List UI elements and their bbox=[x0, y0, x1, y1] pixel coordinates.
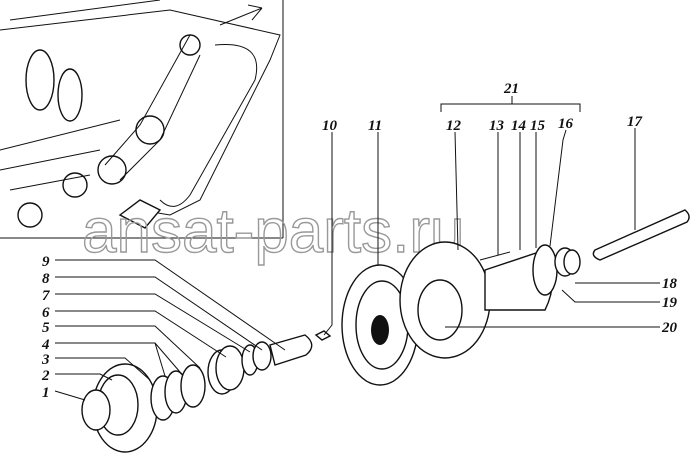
callout-21: 21 bbox=[503, 81, 519, 97]
callout-13: 13 bbox=[489, 118, 505, 134]
left-assembly bbox=[81, 330, 332, 453]
callout-19: 19 bbox=[662, 295, 678, 311]
callout-7: 7 bbox=[42, 288, 50, 304]
callout-5: 5 bbox=[42, 320, 50, 336]
callout-4: 4 bbox=[41, 337, 50, 353]
callout-2: 2 bbox=[41, 368, 50, 384]
callout-20: 20 bbox=[661, 320, 678, 336]
callout-12: 12 bbox=[446, 118, 462, 134]
callout-10: 10 bbox=[322, 118, 338, 134]
callout-8: 8 bbox=[42, 271, 50, 287]
callout-6: 6 bbox=[42, 305, 50, 321]
callout-17: 17 bbox=[627, 114, 643, 130]
callout-11: 11 bbox=[368, 118, 382, 134]
callout-16: 16 bbox=[558, 116, 574, 132]
callout-3: 3 bbox=[41, 352, 50, 368]
machine-inset bbox=[0, 0, 284, 239]
leader-lines bbox=[54, 96, 660, 401]
callout-14: 14 bbox=[511, 118, 527, 134]
watermark-text: ansat-parts.ru bbox=[82, 197, 465, 266]
callout-1: 1 bbox=[42, 385, 50, 401]
callout-18: 18 bbox=[662, 276, 678, 292]
wheel-assembly bbox=[341, 209, 690, 386]
callout-15: 15 bbox=[530, 118, 546, 134]
callout-9: 9 bbox=[42, 254, 50, 270]
callout-labels: 9 8 7 6 5 4 3 2 1 10 11 12 13 14 15 16 1… bbox=[41, 81, 678, 401]
